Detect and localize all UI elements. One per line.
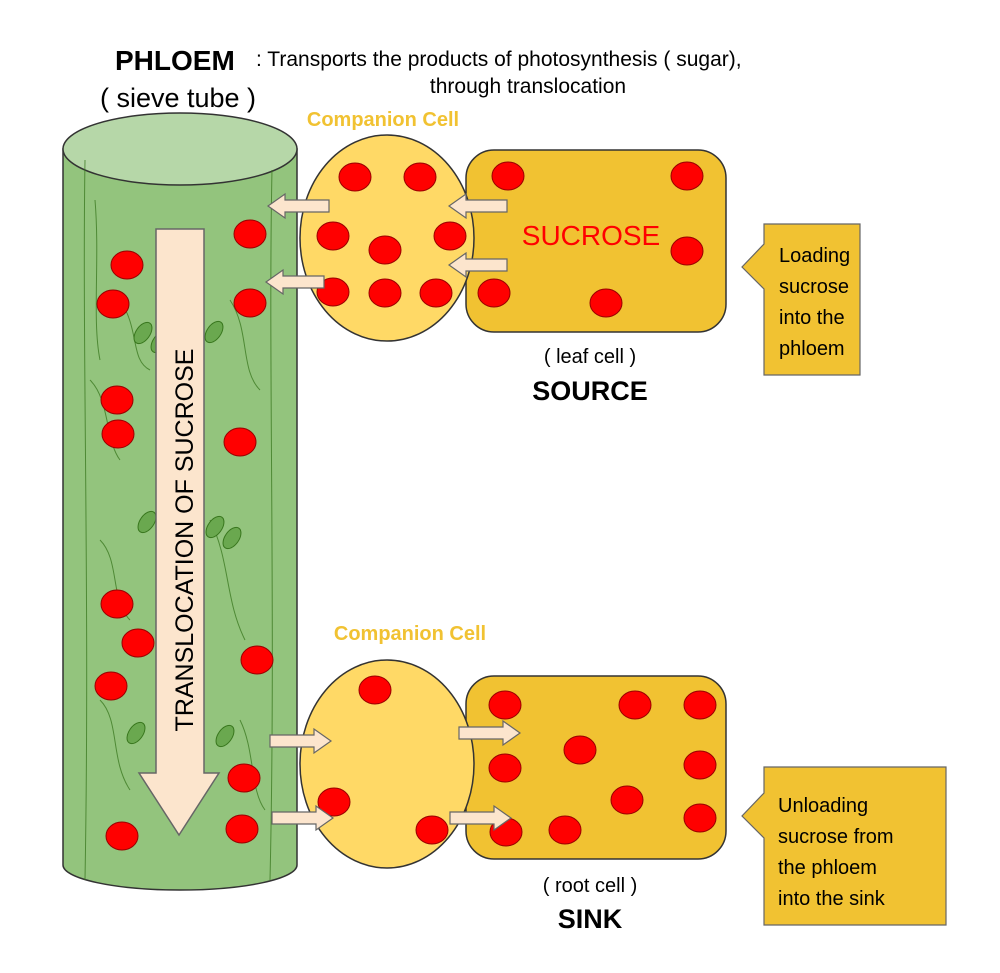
source-companion-cell-label: Companion Cell — [307, 109, 459, 131]
sink-companion-cell — [299, 659, 475, 869]
sieve-tube: TRANSLOCATION OF SUCROSE — [62, 112, 298, 891]
arrow-left-icon — [447, 251, 508, 279]
phloem-description-line1: : Transports the products of photosynthe… — [256, 48, 742, 71]
sink-callout: Unloading sucrose from the phloem into t… — [741, 766, 947, 926]
source-loading-arrows — [264, 192, 508, 296]
source-callout: Loading sucrose into the phloem — [741, 223, 861, 376]
sink-companion-cell-label: Companion Cell — [334, 623, 486, 645]
source-sucrose-label: SUCROSE — [522, 220, 660, 251]
tube-sucrose-dots — [94, 219, 274, 851]
source-cell-type: ( leaf cell ) — [544, 346, 636, 368]
sink-callout-line-2: sucrose from — [778, 826, 894, 848]
sink-unloading-arrows — [269, 719, 522, 832]
sink-companion-sucrose-dots — [317, 675, 449, 845]
source-callout-line-1: Loading — [779, 245, 850, 267]
translocation-arrow — [137, 228, 221, 837]
source-companion-sucrose-dots — [316, 162, 467, 308]
arrow-right-icon — [449, 804, 513, 832]
leaf-cell-sucrose-dots — [477, 161, 704, 318]
arrow-left-icon — [266, 192, 330, 220]
sink-name: SINK — [558, 904, 623, 934]
arrow-right-icon — [458, 719, 522, 747]
arrow-left-icon — [447, 192, 508, 220]
source-leaf-cell: SUCROSE — [465, 149, 727, 333]
phloem-heading: PHLOEM — [115, 45, 235, 76]
source-name: SOURCE — [532, 376, 648, 406]
source-callout-line-3: into the — [779, 307, 845, 329]
arrow-left-icon — [264, 268, 325, 296]
sieve-tube-label: ( sieve tube ) — [100, 83, 256, 113]
translocation-label: TRANSLOCATION OF SUCROSE — [171, 349, 199, 732]
sink-callout-line-1: Unloading — [778, 795, 868, 817]
sieve-tube-top — [62, 112, 298, 186]
source-callout-line-4: phloem — [779, 338, 845, 360]
source-callout-line-2: sucrose — [779, 276, 849, 298]
sieve-tube-strands — [83, 159, 273, 881]
sink-cell-type: ( root cell ) — [543, 875, 637, 897]
phloem-description-line2: through translocation — [430, 75, 626, 98]
sink-callout-line-4: into the sink — [778, 888, 886, 910]
arrow-right-icon — [271, 804, 335, 832]
source-companion-cell — [299, 134, 475, 342]
sink-root-cell — [465, 675, 727, 860]
sink-callout-line-3: the phloem — [778, 857, 877, 879]
arrow-right-icon — [269, 727, 333, 755]
